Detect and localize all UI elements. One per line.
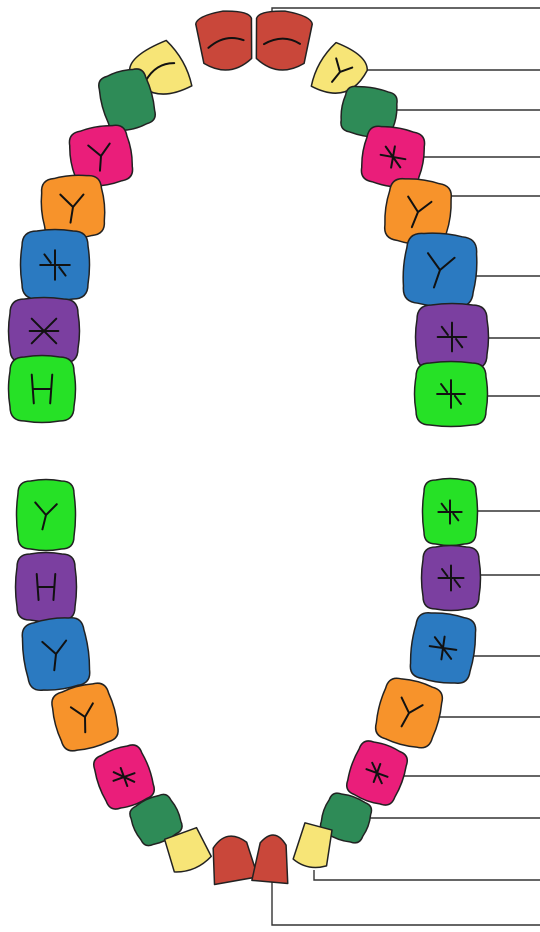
- upper-third-molar-tooth: [9, 356, 76, 423]
- lower-central-incisor-tooth: [252, 834, 292, 884]
- lower-second-molar-tooth: [422, 546, 481, 611]
- tooth-crown: [195, 8, 257, 73]
- upper-arch: [9, 8, 489, 426]
- tooth-crown: [252, 834, 292, 884]
- upper-second-molar-tooth: [416, 304, 489, 371]
- lower-second-molar-tooth: [16, 553, 77, 622]
- lower-first-molar-tooth: [19, 614, 93, 693]
- upper-first-molar-tooth: [21, 230, 90, 301]
- lower-lateral-incisor-tooth: [292, 822, 336, 871]
- tooth-crown: [207, 832, 258, 884]
- upper-second-molar-tooth: [9, 298, 80, 365]
- lower-third-molar-tooth: [423, 479, 478, 546]
- lower-second-premolar-tooth: [371, 674, 447, 753]
- leader-line: [314, 870, 540, 880]
- leader-line: [272, 8, 540, 48]
- upper-central-incisor-tooth: [195, 8, 257, 73]
- tooth-crown: [251, 8, 313, 73]
- leader-line: [272, 866, 540, 925]
- lower-third-molar-tooth: [17, 480, 76, 551]
- lower-arch: [16, 479, 481, 885]
- lower-central-incisor-tooth: [207, 832, 258, 884]
- lower-first-molar-tooth: [407, 609, 479, 686]
- upper-first-molar-tooth: [400, 230, 479, 309]
- upper-third-molar-tooth: [415, 362, 488, 427]
- tooth-crown: [292, 822, 336, 871]
- upper-central-incisor-tooth: [251, 8, 313, 73]
